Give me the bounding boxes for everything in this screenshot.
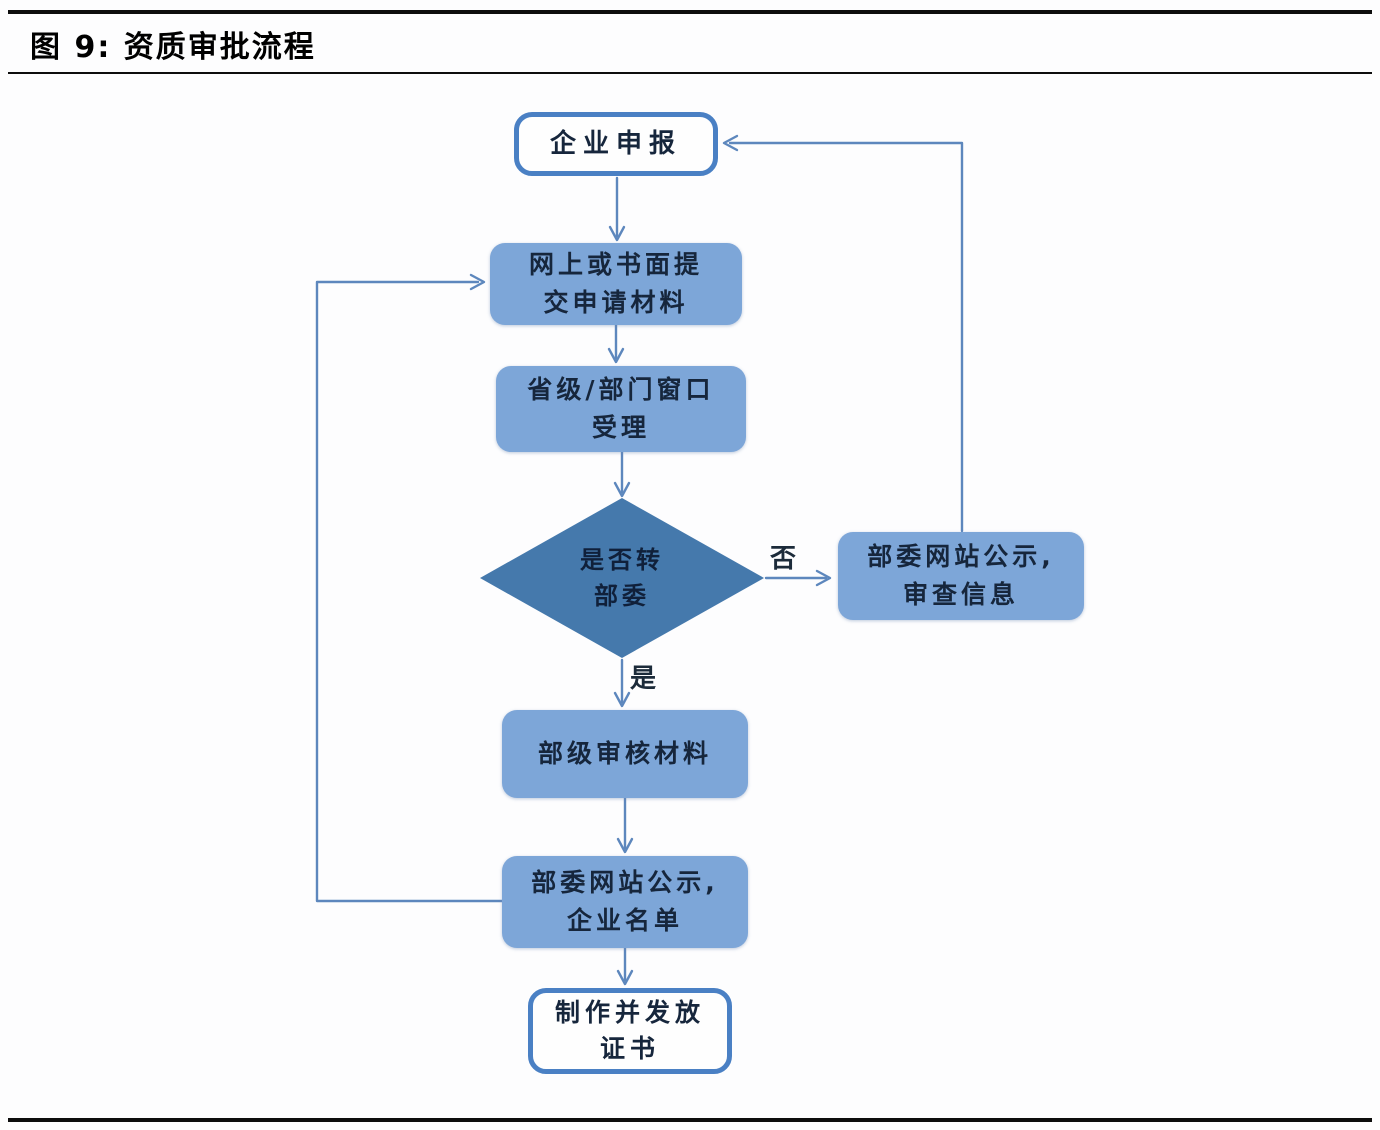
edge-label-yes: 是 xyxy=(630,664,657,694)
node-publicize-list: 部委网站公示, 企业名单 xyxy=(502,856,748,948)
figure-title: 图 9: 资质审批流程 xyxy=(30,30,316,65)
edge-list-loop-to-submit xyxy=(315,273,504,903)
edge-label-no: 否 xyxy=(770,544,797,574)
node-issue-cert-line1: 制作并发放 xyxy=(554,998,705,1027)
edge-review-to-publicize xyxy=(616,796,634,854)
edge-accept-to-decision xyxy=(613,450,631,498)
node-accept-label-line1: 省级/部门窗口 xyxy=(527,375,715,404)
node-issue-cert: 制作并发放 证书 xyxy=(528,988,732,1074)
figure-bottom-rule xyxy=(8,1118,1372,1122)
node-submit-label-line2: 交申请材料 xyxy=(543,288,689,317)
node-issue-cert-line2: 证书 xyxy=(599,1034,660,1063)
decision-diamond-shape xyxy=(480,498,764,658)
node-publicize-review: 部委网站公示, 审查信息 xyxy=(838,532,1084,620)
node-submit: 网上或书面提 交申请材料 xyxy=(490,243,742,325)
title-bottom-rule xyxy=(8,72,1372,74)
node-publicize-list-line2: 企业名单 xyxy=(566,906,683,935)
edge-decision-yes xyxy=(613,658,631,708)
edge-publicize-to-cert xyxy=(616,946,634,986)
node-publicize-review-line1: 部委网站公示, xyxy=(867,542,1055,571)
edge-decision-no xyxy=(764,569,832,587)
edge-review-loop-to-start xyxy=(722,134,964,533)
node-publicize-list-line1: 部委网站公示, xyxy=(531,868,719,897)
node-submit-label-line1: 网上或书面提 xyxy=(528,250,703,279)
node-decision: 是否转 部委 xyxy=(540,540,704,616)
node-accept: 省级/部门窗口 受理 xyxy=(496,366,746,452)
node-ministry-review-label: 部级审核材料 xyxy=(537,739,712,768)
node-decision-label-line2: 部委 xyxy=(594,582,650,610)
node-accept-label-line2: 受理 xyxy=(591,413,650,442)
node-publicize-review-line2: 审查信息 xyxy=(902,580,1019,609)
node-start-label: 企业申报 xyxy=(549,129,682,159)
edge-start-to-submit xyxy=(608,176,626,242)
node-ministry-review: 部级审核材料 xyxy=(502,710,748,798)
title-top-rule xyxy=(8,10,1372,14)
node-start: 企业申报 xyxy=(514,112,718,176)
edge-submit-to-accept xyxy=(607,323,625,364)
node-decision-label-line1: 是否转 xyxy=(580,546,664,574)
